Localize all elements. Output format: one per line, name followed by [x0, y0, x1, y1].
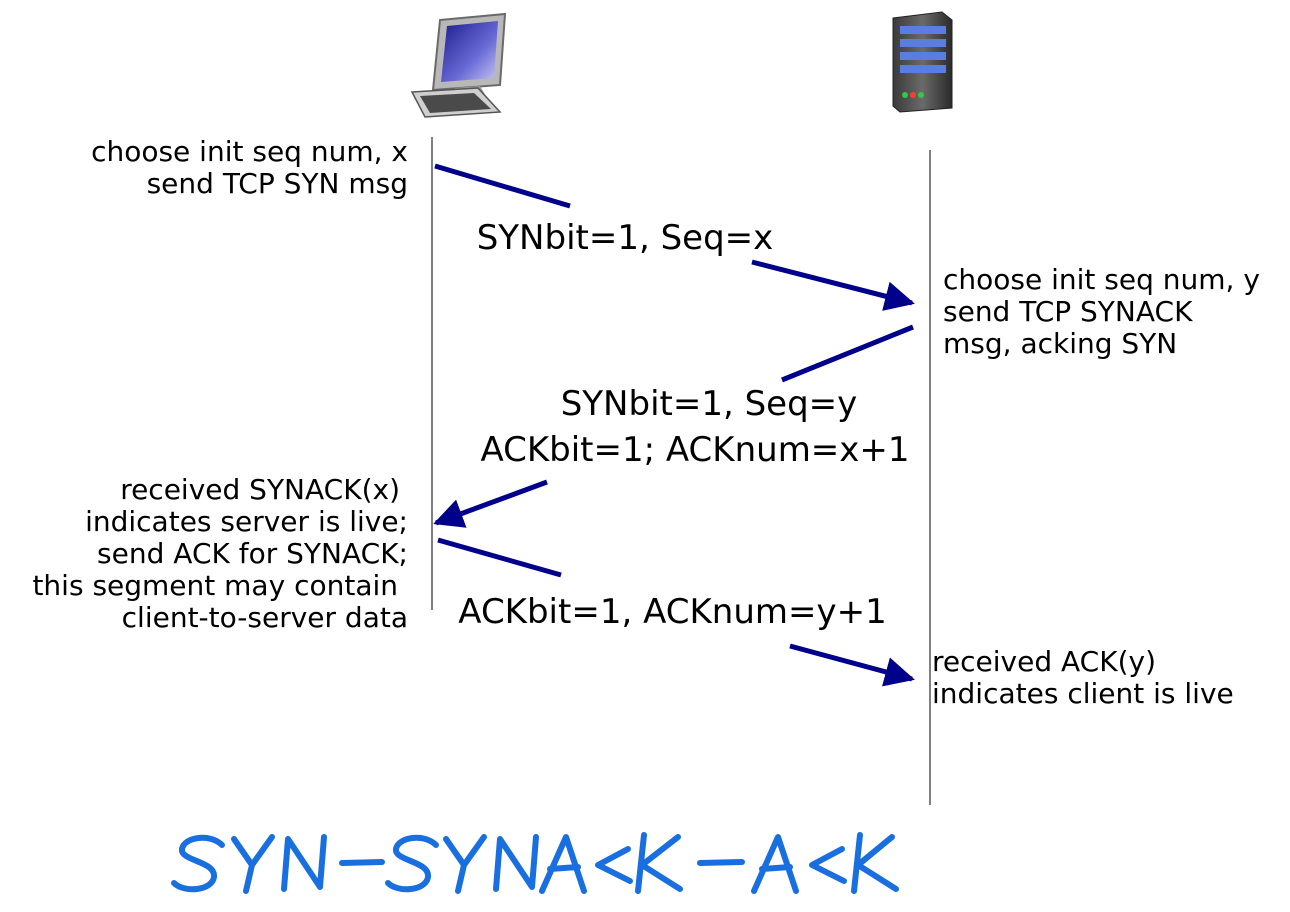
syn-arrow	[434, 163, 915, 311]
message-line: ACKbit=1; ACKnum=x+1	[480, 430, 910, 470]
note-line: indicates server is live;	[85, 505, 408, 538]
server-note-received-ack: received ACK(y) indicates client is live	[932, 646, 1234, 710]
note-line: client-to-server data	[121, 601, 408, 634]
note-line: choose init seq num, y	[943, 263, 1260, 296]
server-note-choose-seq: choose init seq num, y send TCP SYNACK m…	[943, 264, 1260, 360]
note-line: received SYNACK(x)	[120, 473, 400, 506]
note-line: send TCP SYNACK	[943, 295, 1193, 328]
desktop-computer-icon	[410, 12, 507, 118]
ack-arrow	[437, 537, 915, 687]
note-line: received ACK(y)	[932, 645, 1156, 678]
client-note-choose-seq: choose init seq num, x send TCP SYN msg	[91, 136, 408, 200]
note-line: msg, acking SYN	[943, 327, 1178, 360]
syn-message-label: SYNbit=1, Seq=x	[475, 215, 775, 261]
note-line: send TCP SYN msg	[146, 167, 408, 200]
handwritten-annotation	[171, 832, 899, 894]
message-line: SYNbit=1, Seq=y	[560, 384, 858, 424]
server-tower-icon	[892, 11, 953, 113]
ack-message-label: ACKbit=1, ACKnum=y+1	[455, 589, 890, 635]
note-line: this segment may contain	[32, 569, 398, 602]
note-line: choose init seq num, x	[91, 135, 408, 168]
message-line: SYNbit=1, Seq=x	[476, 218, 774, 258]
note-line: send ACK for SYNACK;	[97, 537, 408, 570]
client-note-received-synack: received SYNACK(x) indicates server is l…	[32, 474, 408, 634]
message-line: ACKbit=1, ACKnum=y+1	[458, 592, 887, 632]
note-line: indicates client is live	[932, 677, 1234, 710]
synack-arrow	[433, 324, 914, 528]
synack-message-label: SYNbit=1, Seq=y ACKbit=1; ACKnum=x+1	[470, 381, 920, 473]
